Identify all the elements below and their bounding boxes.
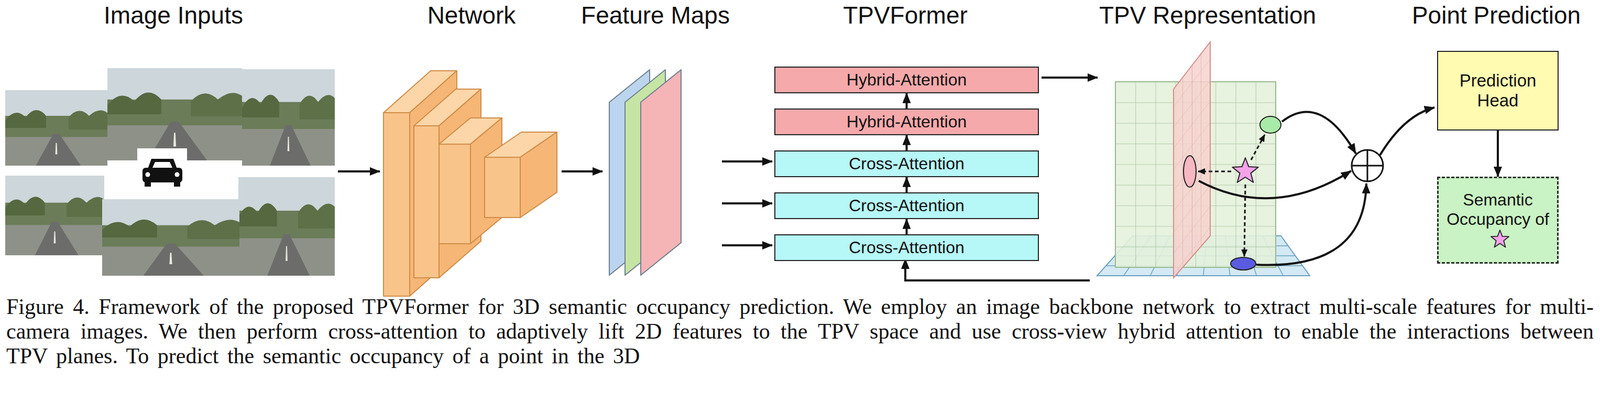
feedback-arrow bbox=[905, 258, 1090, 281]
prediction-box: Prediction Head bbox=[1437, 50, 1559, 131]
attention-block: Cross-Attention bbox=[774, 150, 1039, 178]
box-label: Semantic Occupancy of bbox=[1446, 190, 1550, 229]
section-heading: Image Inputs bbox=[103, 1, 244, 30]
flow-arrow bbox=[561, 170, 603, 173]
attention-block: Hybrid-Attention bbox=[774, 66, 1039, 94]
flow-connector bbox=[905, 135, 908, 151]
attention-block: Cross-Attention bbox=[774, 234, 1039, 261]
box-label: Hybrid-Attention bbox=[846, 112, 967, 131]
box-content: Semantic Occupancy of bbox=[1443, 190, 1552, 250]
flow-connector bbox=[1496, 130, 1499, 177]
flow-connector bbox=[905, 93, 908, 109]
figure-caption: Figure 4. Framework of the proposed TPVF… bbox=[6, 294, 1594, 369]
feature-maps bbox=[609, 69, 682, 276]
box-content: Cross-Attention bbox=[780, 195, 1033, 216]
output-arrow bbox=[1041, 76, 1098, 79]
tpv-projections bbox=[1183, 107, 1435, 270]
box-content: Hybrid-Attention bbox=[780, 70, 1033, 90]
box-label: Hybrid-Attention bbox=[846, 70, 967, 90]
box-label: Cross-Attention bbox=[848, 237, 965, 257]
flow-connector bbox=[905, 218, 908, 235]
input-arrows bbox=[721, 161, 773, 246]
box-content: Cross-Attention bbox=[780, 237, 1033, 258]
car-icon bbox=[137, 148, 188, 192]
box-content: Prediction Head bbox=[1443, 70, 1553, 111]
box-label: Cross-Attention bbox=[848, 154, 965, 173]
tpv-planes bbox=[1097, 41, 1310, 278]
camera-images bbox=[5, 68, 335, 276]
box-content: Hybrid-Attention bbox=[780, 112, 1033, 132]
star-icon bbox=[1489, 228, 1511, 250]
backbone-network bbox=[383, 70, 557, 297]
attention-block: Cross-Attention bbox=[774, 192, 1039, 219]
box-label: Prediction Head bbox=[1459, 70, 1537, 111]
box-content: Cross-Attention bbox=[780, 154, 1033, 174]
box-label: Cross-Attention bbox=[848, 195, 965, 215]
output-box: Semantic Occupancy of bbox=[1437, 176, 1559, 264]
section-heading: Feature Maps bbox=[581, 1, 730, 30]
section-heading: TPV Representation bbox=[1099, 1, 1317, 30]
flow-connector bbox=[905, 177, 908, 193]
attention-block: Hybrid-Attention bbox=[774, 108, 1039, 136]
section-heading: Point Prediction bbox=[1411, 1, 1581, 30]
section-heading: Network bbox=[427, 1, 517, 30]
section-heading: TPVFormer bbox=[842, 1, 968, 30]
flow-arrow bbox=[337, 170, 380, 173]
